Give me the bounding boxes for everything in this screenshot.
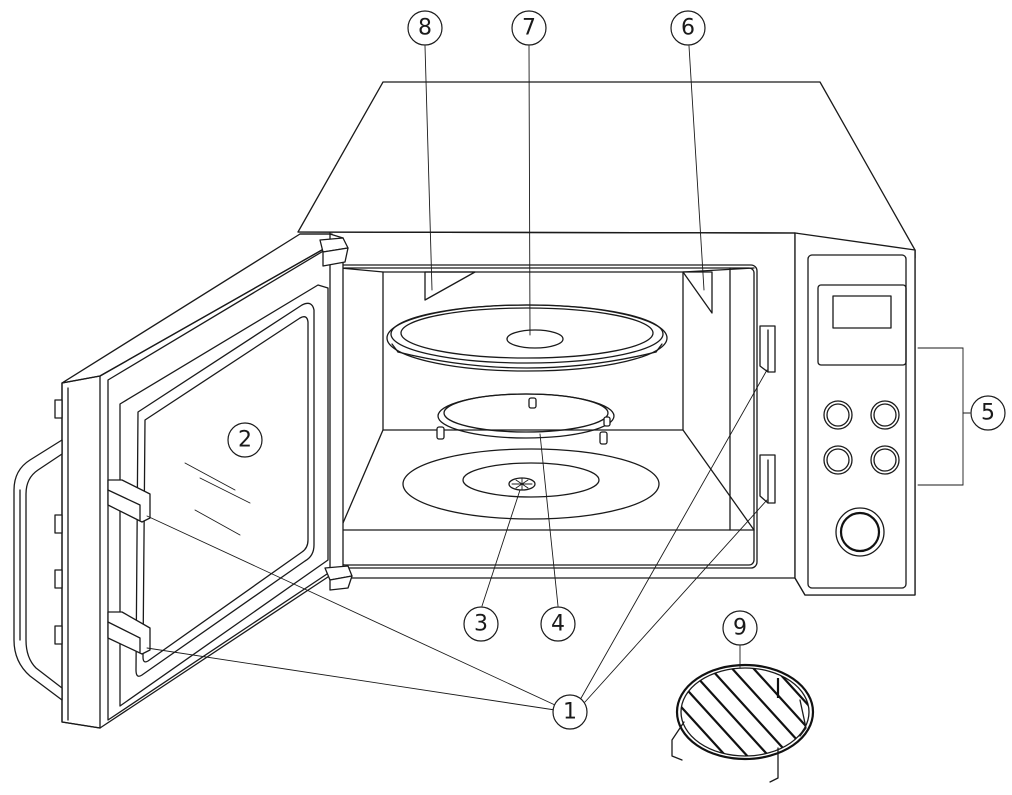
callout-1-label: 1 — [563, 700, 577, 725]
callout-2: 2 — [227, 422, 263, 458]
door-hinge-top — [319, 237, 349, 267]
oven-body — [297, 81, 916, 596]
control-button — [823, 400, 853, 430]
callout-3: 3 — [463, 606, 499, 642]
callout-1: 1 — [552, 694, 588, 730]
grill-rack — [671, 663, 815, 783]
door-handle — [13, 399, 63, 701]
control-button — [870, 445, 900, 475]
leader-lines — [146, 45, 971, 711]
callout-2-label: 2 — [238, 428, 252, 453]
display-frame — [817, 284, 907, 366]
callout-5: 5 — [970, 395, 1006, 431]
door-hinge-bottom — [324, 565, 353, 591]
callout-9-label: 9 — [733, 616, 747, 641]
callout-5-label: 5 — [981, 401, 995, 426]
door-hook-upper — [107, 479, 151, 523]
grill-heater — [682, 271, 713, 314]
callout-9: 9 — [722, 610, 758, 646]
door-window — [135, 302, 315, 677]
callout-7: 7 — [511, 10, 547, 46]
door-hook-lower — [107, 611, 151, 655]
display-window — [832, 295, 892, 329]
turntable-recess — [402, 448, 660, 520]
glass-tray — [386, 304, 668, 372]
roller-ring — [436, 393, 615, 445]
callout-6: 6 — [670, 10, 706, 46]
callout-4-label: 4 — [551, 612, 565, 637]
callout-8: 8 — [407, 10, 443, 46]
callout-3-label: 3 — [474, 612, 488, 637]
turntable-shaft — [508, 477, 536, 491]
callout-8-label: 8 — [418, 16, 432, 41]
oven-cavity — [336, 264, 776, 569]
mica-cover — [424, 271, 476, 301]
callout-7-label: 7 — [522, 16, 536, 41]
oven-door — [13, 233, 353, 729]
control-button — [823, 445, 853, 475]
cavity-back-wall — [382, 271, 684, 431]
control-panel-body — [794, 232, 916, 596]
callout-4: 4 — [540, 606, 576, 642]
control-panel-face — [807, 254, 907, 589]
control-knob — [835, 507, 885, 557]
control-button — [870, 400, 900, 430]
callout-6-label: 6 — [681, 16, 695, 41]
